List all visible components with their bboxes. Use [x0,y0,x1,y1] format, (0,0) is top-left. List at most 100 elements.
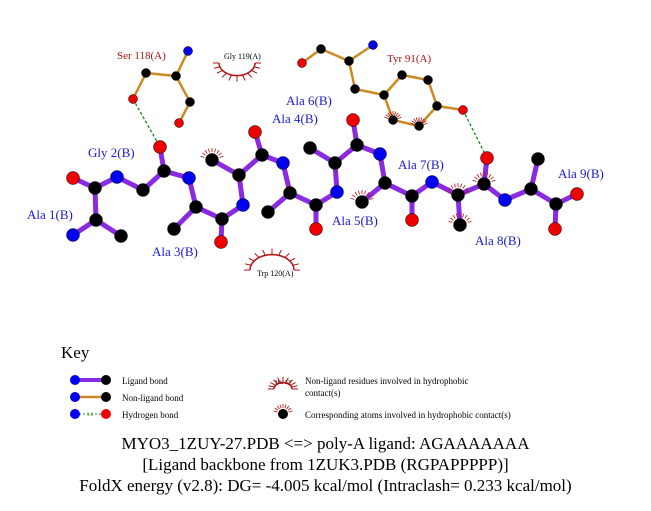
key-example-spoke [291,385,298,388]
trp120-spoke [245,263,252,266]
tce2-hydrophobic-ray [421,118,425,123]
cb7-hydrophobic-ray [369,197,374,200]
cb4-hydrophobic-ray [207,148,210,153]
non-ligand-bond [174,75,192,103]
atom-c2 [157,164,171,178]
label-ala4: Ala 4(B) [272,111,318,126]
cb8-hydrophobic-ray [450,217,454,221]
tce2-hydrophobic-ray [410,122,415,125]
gly119-spoke [228,74,232,81]
key-hbond-distance: 3.0 [87,413,94,418]
tce2-hydrophobic-ray [413,118,417,123]
trp120-arc [249,253,295,271]
ca8-hydrophobic-ray [460,183,463,188]
cb7-hydrophobic-ray [354,192,358,196]
tcd2-hydrophobic-ray [385,114,390,118]
gly119-spoke [254,66,261,69]
c8-hydrophobic-ray [474,176,478,180]
trp120-spoke [254,253,260,258]
atom-n3 [182,171,196,185]
atom-ca6 [328,156,342,170]
label-ala7: Ala 7(B) [398,157,444,172]
atom-tca [344,56,354,66]
caption-title: MYO3_1ZUY-27.PDB <=> poly-A ligand: AGAA… [121,434,530,453]
key-ligand-c-atom [101,375,111,385]
hydrogen-bond-ser118-gly2 [132,98,161,148]
atom-toh [458,105,468,115]
key-example-spoke [273,379,279,385]
trp120-spoke [278,249,282,256]
ca8-hydrophobic-ray [464,187,468,191]
key-example-atom-hydrophobic-ray [279,404,282,409]
atom-n9 [498,193,512,207]
trp120-spoke [289,257,296,262]
tce2-hydrophobic-ray [415,117,418,122]
ca8-hydrophobic-ray [465,190,470,193]
label-ala9: Ala 9(B) [558,166,604,181]
tcd2-hydrophobic-ray [389,111,392,116]
tcd2-hydrophobic-ray [394,111,397,116]
gly119-spoke [213,66,220,69]
atom-sca [171,71,181,81]
tcd2-hydrophobic-ray [397,116,402,119]
atom-o9a [570,187,584,201]
trp120-spoke [262,249,266,256]
atom-n7 [373,147,387,161]
atom-c4 [255,148,269,162]
atom-c5 [309,198,323,212]
cb4-hydrophobic-ray [202,152,206,156]
atom-tcg [379,90,389,100]
key-example-atom-hydrophobic-ray [287,407,292,411]
c8-hydrophobic-ray [491,179,496,182]
c8-hydrophobic-ray [479,172,482,177]
key-non-ligand-residues-label-2: contact(s) [305,388,340,398]
atom-tc [316,44,326,54]
cb8-hydrophobic-ray [448,220,453,223]
atom-n1 [66,228,80,242]
gly119-spoke [216,69,223,74]
atom-o4 [248,125,262,139]
cb8-hydrophobic-ray [462,213,465,218]
key-example-atom-hydrophobic-ray [288,410,293,413]
atom-o2 [153,140,167,154]
atom-cb4 [205,153,219,167]
key-non-ligand-bond-label: Non-ligand bond [122,393,184,403]
atom-tcb [350,84,360,94]
atom-cb9 [531,152,545,166]
non-ligand-bond [320,47,350,63]
atom-o8 [480,151,494,165]
cb7-hydrophobic-ray [368,194,372,198]
tcd2-hydrophobic-ray [384,116,389,119]
non-ligand-bond [347,60,357,90]
key-nonligand-c-atom [101,392,111,402]
atom-so [128,94,138,104]
atom-c7 [405,189,419,203]
atom-sog [174,118,184,128]
tce2-hydrophobic-ray [420,117,423,122]
cb4-hydrophobic-ray [204,150,208,154]
cb4-hydrophobic-ray [219,155,224,158]
atom-cb6 [303,141,317,155]
tce2-hydrophobic-ray [423,122,428,125]
cb8-hydrophobic-ray [464,215,468,219]
key-example-spoke [290,382,296,386]
atom-o6 [346,113,360,127]
non-ligand-bond [348,43,374,63]
key-title: Key [61,343,90,362]
label-ala6: Ala 6(B) [286,93,332,108]
tcd2-hydrophobic-ray [387,112,391,117]
atom-tce1 [423,75,433,85]
key-hbond-n-atom [70,409,80,419]
trp120-spoke [284,253,290,258]
trp120-spoke [248,257,255,262]
atom-cb1 [114,229,128,243]
cb7-hydrophobic-ray [357,190,360,195]
label-ala1: Ala 1(B) [27,207,73,222]
cb8-hydrophobic-ray [466,217,470,221]
key-nonligand-n-atom [70,392,80,402]
label-gly2: Gly 2(B) [88,145,135,160]
atom-n2 [110,170,124,184]
key-example-atom-hydrophobic-ray [273,410,278,413]
